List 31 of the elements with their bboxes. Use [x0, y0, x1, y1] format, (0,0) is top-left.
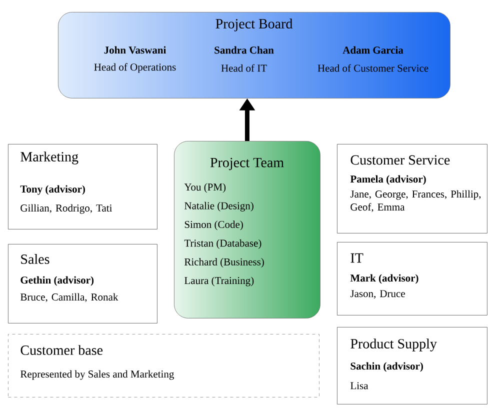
advisor-name: Tony (advisor)	[20, 185, 85, 195]
box-heading: Sales	[21, 254, 50, 264]
member-name: Richard (Business)	[184, 258, 264, 268]
box-heading: Project Board	[216, 18, 293, 32]
member-name: Natalie (Design)	[184, 202, 254, 212]
job-title: Head of Operations	[94, 63, 176, 73]
advisor-name: Gethin (advisor)	[20, 276, 94, 286]
box-heading: Customer Service	[350, 155, 450, 165]
member-name: Tristan (Database)	[184, 239, 262, 249]
job-title: Head of IT	[221, 64, 267, 72]
member-list: Bruce, Camilla, Ronak	[20, 293, 118, 302]
member-list: Gillian, Rodrigo, Tati	[20, 204, 112, 214]
advisor-name: Mark (advisor)	[350, 274, 418, 284]
person-name: John Vaswani	[104, 46, 166, 54]
box-heading: IT	[350, 253, 364, 263]
advisor-name: Pamela (advisor)	[350, 175, 426, 185]
job-title: Head of Customer Service	[318, 64, 428, 72]
box-heading: Product Supply	[350, 338, 437, 352]
person-name: Adam Garcia	[342, 46, 404, 54]
member-list: Jane, George, Frances, Phillip, Geof, Emma	[350, 190, 481, 212]
person-name: Sandra Chan	[214, 46, 274, 54]
member-name: You (PM)	[184, 183, 226, 193]
member-list: Jason, Druce	[350, 290, 405, 299]
member-list: Lisa	[350, 382, 368, 390]
box-heading: Project Team	[210, 158, 284, 170]
member-name: Laura (Training)	[184, 276, 254, 286]
note-text: Represented by Sales and Marketing	[20, 370, 174, 380]
advisor-name: Sachin (advisor)	[350, 362, 423, 372]
member-name: Simon (Code)	[184, 220, 243, 230]
box-heading: Customer base	[20, 345, 103, 355]
box-heading: Marketing	[20, 152, 78, 164]
